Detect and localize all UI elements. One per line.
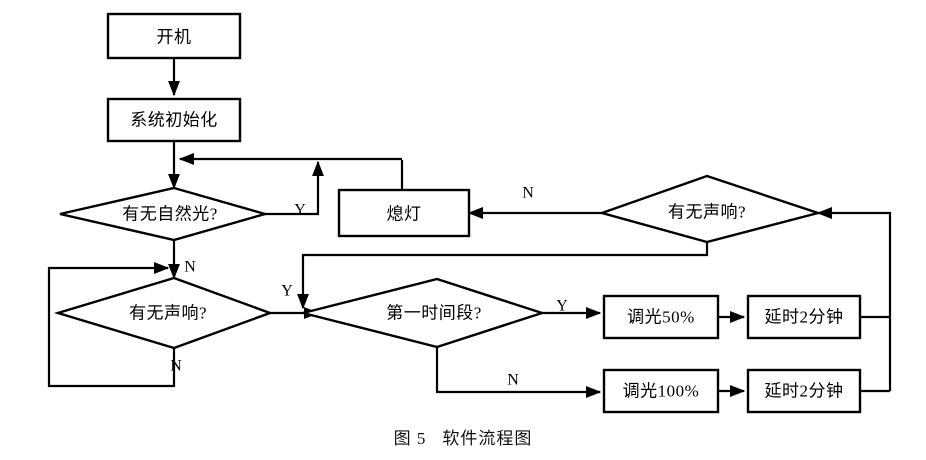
node-dim50[interactable]: 调光50% xyxy=(602,294,720,340)
node-daylight-label: 有无自然光? xyxy=(122,205,218,224)
node-sound-right-label: 有无声响? xyxy=(668,203,746,222)
node-delay-top-label: 延时2分钟 xyxy=(765,308,844,327)
node-dim100-label: 调光100% xyxy=(623,382,700,401)
node-sound-left[interactable]: 有无声响? xyxy=(53,276,274,350)
figure-caption-title: 软件流程图 xyxy=(442,429,533,448)
edge-period-no-to-dim100 xyxy=(435,347,602,399)
node-delay-top[interactable]: 延时2分钟 xyxy=(746,294,862,340)
node-init[interactable]: 系统初始化 xyxy=(106,97,242,143)
node-delay-bot[interactable]: 延时2分钟 xyxy=(746,368,862,414)
edge-label-daylight-yes: Y xyxy=(294,202,306,219)
node-sound-right[interactable]: 有无声响? xyxy=(597,174,823,244)
figure-caption-number: 图 5 xyxy=(393,429,427,448)
node-dim50-label: 调光50% xyxy=(627,308,695,327)
edge-daylight-yes-to-bus xyxy=(265,160,325,216)
edge-soundright-yes-to-period xyxy=(296,242,709,310)
node-daylight[interactable]: 有无自然光? xyxy=(59,186,270,242)
node-period[interactable]: 第一时间段? xyxy=(302,277,546,349)
figure-caption: 图 5 软件流程图 xyxy=(0,424,926,449)
node-period-label: 第一时间段? xyxy=(386,304,482,323)
node-delay-bot-label: 延时2分钟 xyxy=(765,382,844,401)
node-lamp-off[interactable]: 熄灯 xyxy=(337,188,471,238)
edge-label-soundleft-no: N xyxy=(170,358,182,375)
edge-soundleft-no-loop xyxy=(47,261,176,388)
node-init-label: 系统初始化 xyxy=(130,111,218,130)
edge-label-soundleft-yes: Y xyxy=(281,283,293,300)
node-dim100[interactable]: 调光100% xyxy=(602,368,720,414)
edge-label-period-yes: Y xyxy=(556,298,568,315)
edge-rightbus-to-soundright xyxy=(816,206,892,391)
edge-label-soundright-no: N xyxy=(522,185,534,202)
node-start-label: 开机 xyxy=(157,28,192,47)
node-start[interactable]: 开机 xyxy=(106,12,242,60)
node-lamp-off-label: 熄灯 xyxy=(387,205,422,224)
node-sound-left-label: 有无声响? xyxy=(129,304,207,323)
edge-label-period-no: N xyxy=(507,372,519,389)
edge-label-daylight-no: N xyxy=(184,259,196,276)
